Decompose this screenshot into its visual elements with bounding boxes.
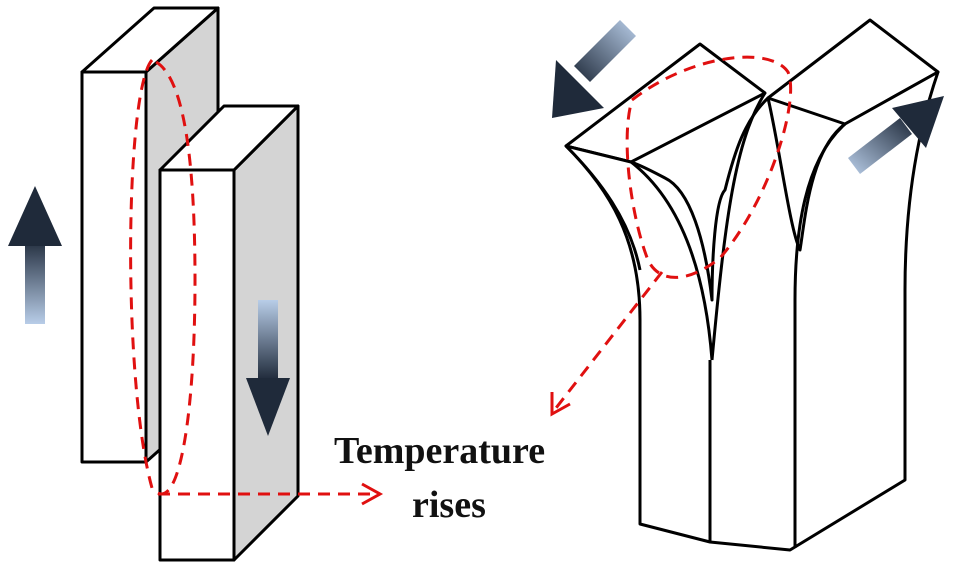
- pointer-arrow-right: [550, 271, 664, 417]
- sliding-blocks: [80, 6, 300, 562]
- arrow-up-icon: [8, 186, 62, 324]
- interface-highlight-right: [625, 55, 793, 279]
- arrow-up-right-icon: [848, 96, 944, 174]
- back-block-front: [80, 70, 148, 464]
- annotation-line2: rises: [412, 484, 486, 526]
- arrow-down-left-icon: [552, 20, 636, 118]
- front-block-front: [158, 168, 236, 562]
- annotation-line1: Temperature: [334, 430, 546, 472]
- interface-highlight-left: [129, 58, 197, 496]
- deformed-block: [564, 18, 940, 552]
- pointer-arrow-left: [158, 482, 384, 506]
- arrow-down-icon: [246, 300, 290, 436]
